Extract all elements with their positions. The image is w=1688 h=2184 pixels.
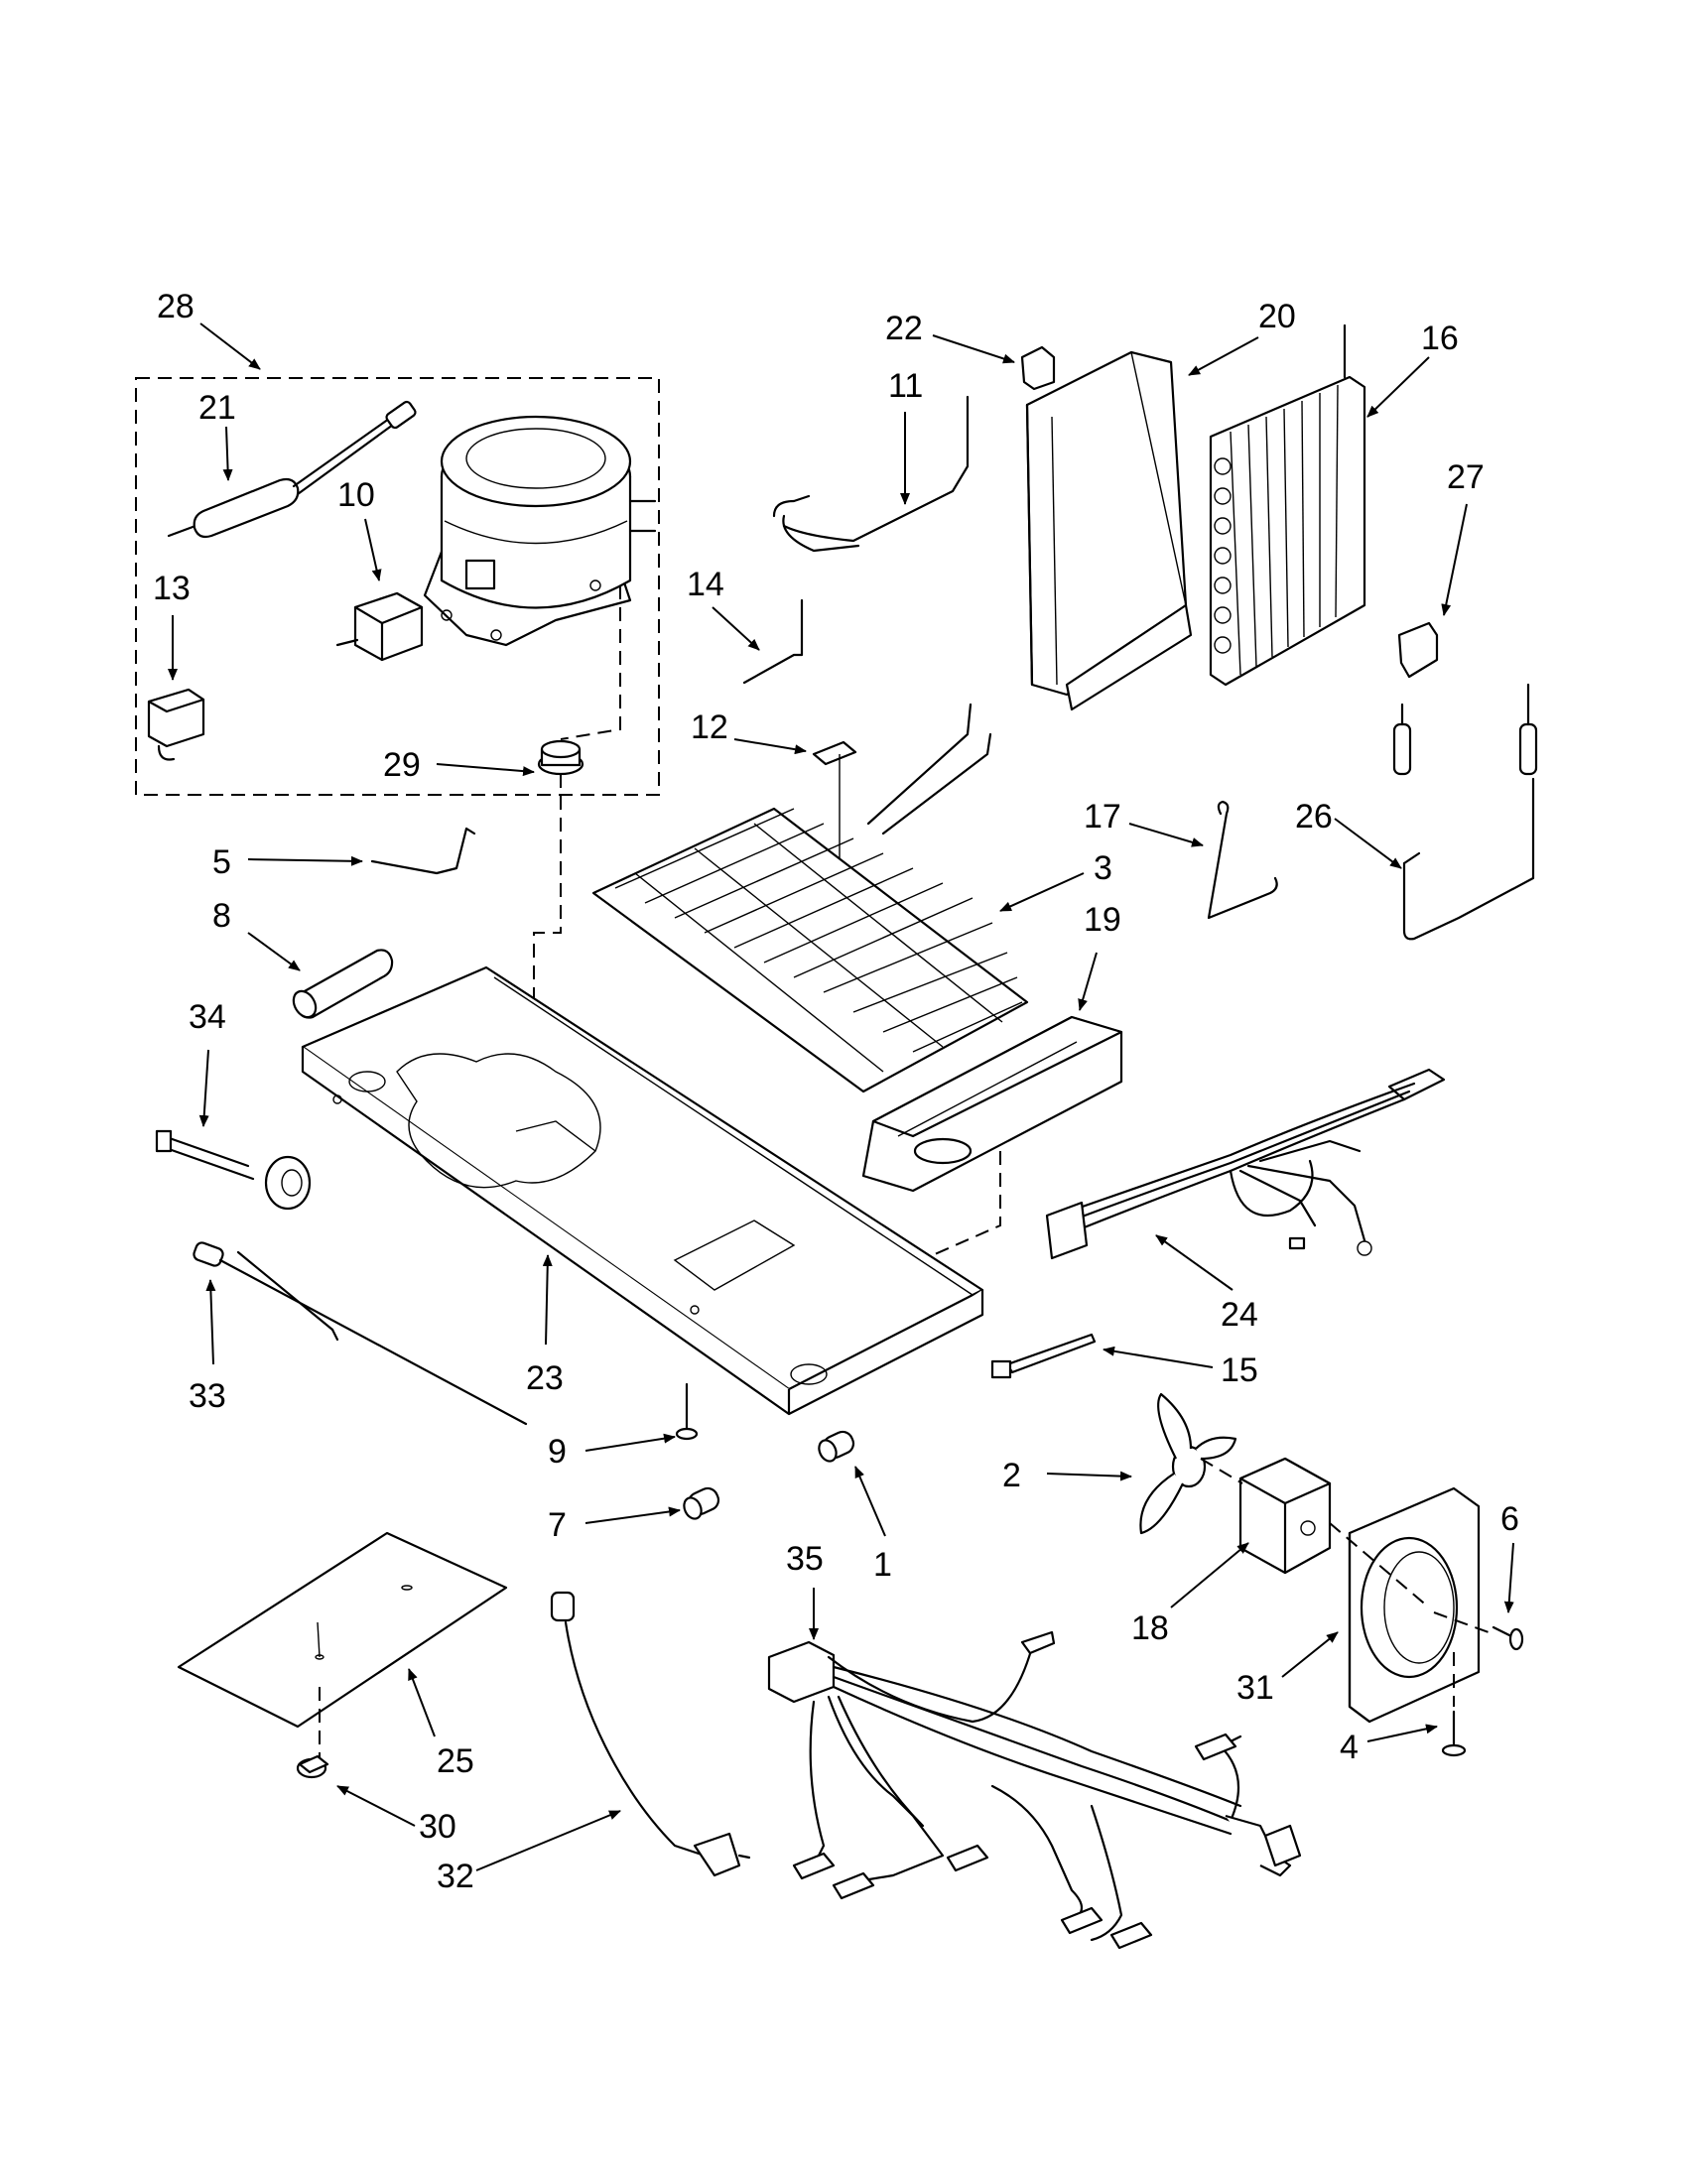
callout-23: 23 bbox=[526, 1359, 564, 1397]
callout-32: 32 bbox=[437, 1858, 474, 1895]
callout-8: 8 bbox=[212, 897, 231, 935]
cable-tie-part bbox=[990, 1333, 1097, 1379]
compressor-alignment-line bbox=[560, 585, 621, 740]
callout-17: 17 bbox=[1084, 798, 1121, 835]
callout-33: 33 bbox=[189, 1377, 226, 1415]
compressor-part bbox=[423, 415, 657, 647]
callout-26: 26 bbox=[1295, 798, 1333, 835]
grommet-alignment-line bbox=[533, 774, 562, 1171]
bracket-part bbox=[1397, 621, 1439, 679]
callout-1: 1 bbox=[873, 1546, 892, 1584]
start-relay-part bbox=[335, 591, 424, 662]
grommet-part bbox=[537, 739, 584, 776]
callout-25: 25 bbox=[437, 1742, 474, 1780]
evaporator-part bbox=[591, 703, 1029, 1093]
insulation-pad-part bbox=[177, 1531, 508, 1729]
callout-15: 15 bbox=[1221, 1351, 1258, 1389]
drain-heater-part bbox=[155, 1129, 312, 1211]
callout-labels: 28 21 10 13 29 5 8 34 33 22 11 20 16 27 … bbox=[153, 288, 1519, 1895]
fan-motor-part bbox=[1238, 1457, 1332, 1575]
callout-30: 30 bbox=[419, 1808, 456, 1846]
hook-part bbox=[1207, 800, 1278, 920]
callout-31: 31 bbox=[1236, 1669, 1274, 1707]
callout-29: 29 bbox=[383, 746, 421, 784]
screw-part-9 bbox=[675, 1382, 699, 1441]
callout-10: 10 bbox=[337, 476, 375, 514]
filter-drier-part bbox=[167, 400, 417, 539]
wire-harness-part bbox=[1045, 1068, 1446, 1260]
callout-13: 13 bbox=[153, 570, 191, 607]
retainer-clip-part bbox=[296, 1754, 329, 1779]
callout-14: 14 bbox=[687, 566, 724, 603]
callout-20: 20 bbox=[1258, 298, 1296, 335]
main-wire-harness-part bbox=[767, 1630, 1302, 1950]
grommet-part-7 bbox=[683, 1486, 720, 1520]
callout-28: 28 bbox=[157, 288, 195, 325]
wire-clip-part bbox=[370, 827, 476, 875]
capillary-tube-part bbox=[1392, 683, 1538, 941]
condenser-part bbox=[1209, 323, 1366, 687]
screw-part-6 bbox=[1433, 1611, 1524, 1651]
callout-11: 11 bbox=[888, 367, 923, 405]
callout-34: 34 bbox=[189, 998, 226, 1036]
base-chassis-part bbox=[301, 965, 984, 1416]
tube-part bbox=[742, 598, 804, 685]
callout-27: 27 bbox=[1447, 458, 1485, 496]
drain-pan-part bbox=[861, 1015, 1123, 1193]
callout-2: 2 bbox=[1002, 1457, 1021, 1494]
screw-part-4 bbox=[1441, 1652, 1467, 1757]
callout-9: 9 bbox=[548, 1433, 567, 1471]
callout-21: 21 bbox=[198, 389, 236, 427]
evaporator-clip-part bbox=[812, 740, 857, 766]
compressor-kit-boundary bbox=[135, 377, 660, 796]
evaporator-cover-part bbox=[1025, 350, 1193, 711]
grommet-part-1 bbox=[818, 1430, 855, 1463]
overload-protector-part bbox=[147, 688, 205, 761]
fan-blade-part bbox=[1139, 1392, 1237, 1535]
insulation-tube-part bbox=[292, 949, 394, 1019]
callout-16: 16 bbox=[1421, 320, 1459, 357]
callout-19: 19 bbox=[1084, 901, 1121, 939]
fan-shroud-part bbox=[1348, 1486, 1481, 1724]
clip-part bbox=[1020, 345, 1056, 391]
callout-7: 7 bbox=[548, 1506, 567, 1544]
tubing-part bbox=[772, 395, 970, 543]
leader-lines bbox=[168, 322, 1514, 1871]
callout-3: 3 bbox=[1094, 849, 1112, 887]
callout-35: 35 bbox=[786, 1540, 824, 1578]
thermistor-part bbox=[193, 1241, 528, 1426]
sensor-cable-part bbox=[550, 1591, 751, 1877]
callout-12: 12 bbox=[691, 708, 728, 746]
callout-24: 24 bbox=[1221, 1296, 1258, 1334]
callout-5: 5 bbox=[212, 843, 231, 881]
callout-22: 22 bbox=[885, 310, 923, 347]
callout-18: 18 bbox=[1131, 1609, 1169, 1647]
callout-4: 4 bbox=[1340, 1729, 1359, 1766]
callout-6: 6 bbox=[1500, 1500, 1519, 1538]
